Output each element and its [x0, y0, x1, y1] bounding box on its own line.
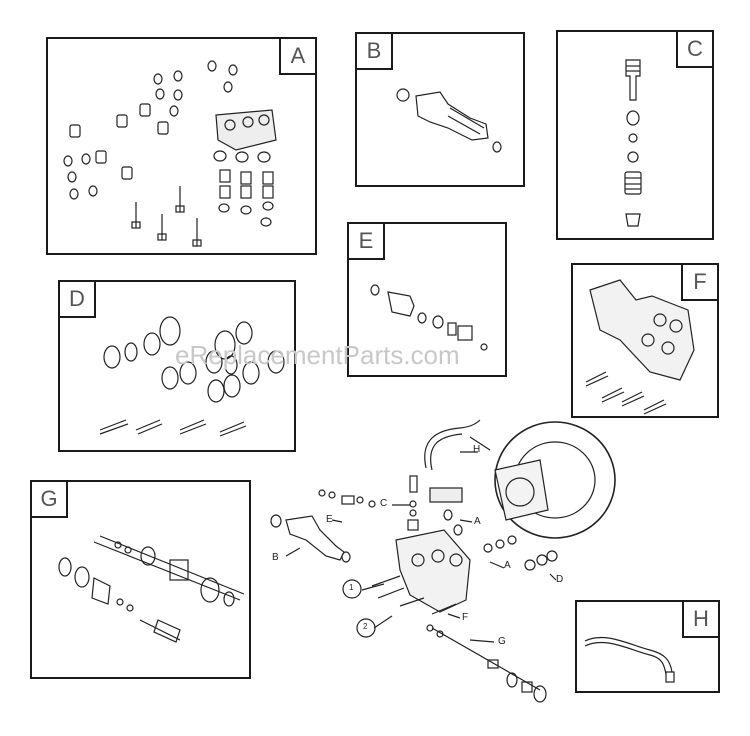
panel-c-parts — [624, 59, 642, 227]
panel-g-parts — [58, 535, 245, 643]
panel-e: E — [347, 222, 507, 377]
panel-e-parts — [370, 284, 488, 351]
circle-callout-1: 1 — [349, 583, 354, 592]
callout-e: E — [326, 514, 333, 525]
watermark: eReplacementParts.com — [175, 340, 460, 370]
panel-f-label: F — [681, 265, 717, 301]
panel-c-label: C — [676, 32, 712, 68]
callout-g: G — [498, 636, 506, 647]
callout-a-top: A — [474, 516, 481, 527]
panel-b: B — [355, 32, 525, 187]
circle-callout-2: 2 — [363, 622, 368, 631]
panel-f-parts — [585, 279, 695, 415]
main-assembly — [270, 419, 616, 703]
panel-e-label: E — [349, 224, 385, 260]
panel-a-parts — [63, 60, 277, 247]
callout-f: F — [462, 612, 469, 623]
panel-b-parts — [396, 88, 502, 153]
panel-d-label: D — [60, 282, 96, 318]
callout-b: B — [272, 552, 279, 563]
callout-h: H — [473, 444, 481, 455]
panel-a-label: A — [279, 39, 315, 75]
callout-a-right: A — [504, 560, 511, 571]
panel-h-label: H — [682, 602, 718, 638]
panel-h: H — [575, 600, 720, 693]
panel-b-label: B — [357, 34, 393, 70]
panel-d-parts — [99, 316, 285, 437]
callout-c: C — [380, 498, 388, 509]
callout-d: D — [556, 574, 564, 585]
panel-d: D — [58, 280, 296, 452]
panel-g-label: G — [32, 482, 68, 518]
panel-h-parts — [584, 636, 675, 683]
